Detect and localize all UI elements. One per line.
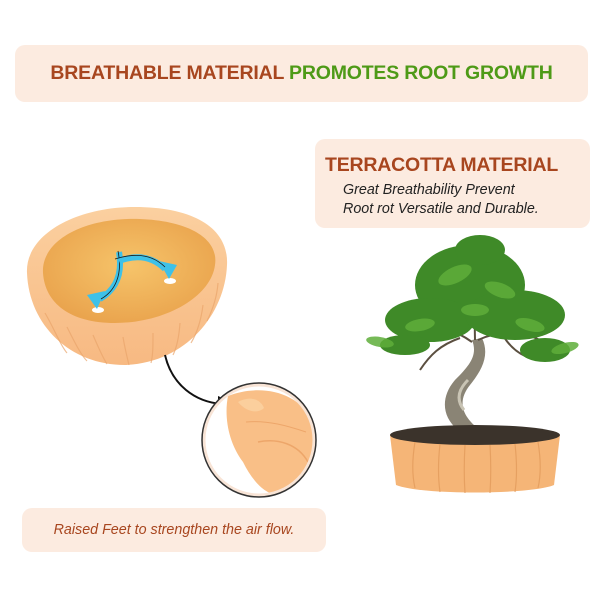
headline: BREATHABLE MATERIAL PROMOTES ROOT GROWTH [50, 62, 552, 85]
feature-callout: TERRACOTTA MATERIAL Great Breathability … [315, 139, 590, 228]
bowl-image [26, 207, 228, 366]
headline-banner: BREATHABLE MATERIAL PROMOTES ROOT GROWTH [15, 45, 588, 102]
caption-text: Raised Feet to strengthen the air flow. [53, 522, 295, 538]
headline-part-growth: PROMOTES ROOT GROWTH [289, 62, 553, 84]
headline-part-material: BREATHABLE MATERIAL [50, 62, 284, 84]
feature-description-line-2: Root rot Versatile and Durable. [343, 201, 539, 217]
raised-feet-detail-image [201, 382, 317, 498]
feature-title: TERRACOTTA MATERIAL [325, 154, 559, 176]
bonsai-image [366, 235, 579, 494]
feature-description: Great Breathability Prevent Root rot Ver… [343, 181, 539, 219]
airflow-arrow-icon [114, 254, 177, 279]
caption-callout: Raised Feet to strengthen the air flow. [22, 508, 326, 552]
feature-description-line-1: Great Breathability Prevent [343, 182, 515, 198]
